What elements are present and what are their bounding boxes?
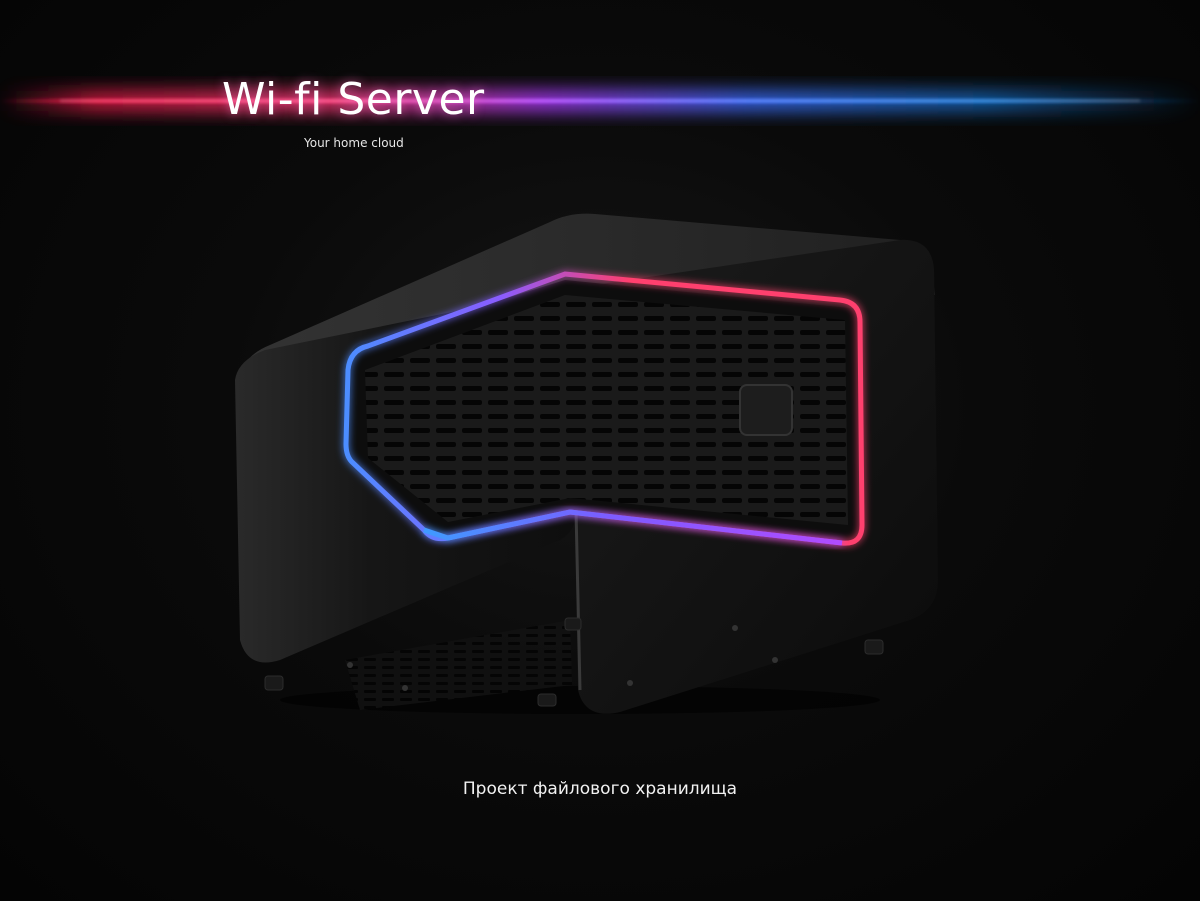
light-streak [0, 91, 1200, 111]
page-title: Wi-fi Server [222, 74, 485, 125]
project-caption: Проект файлового хранилища [462, 779, 738, 799]
wifi-server-device-image [235, 213, 938, 714]
page-subtitle: Your home cloud [304, 136, 404, 150]
